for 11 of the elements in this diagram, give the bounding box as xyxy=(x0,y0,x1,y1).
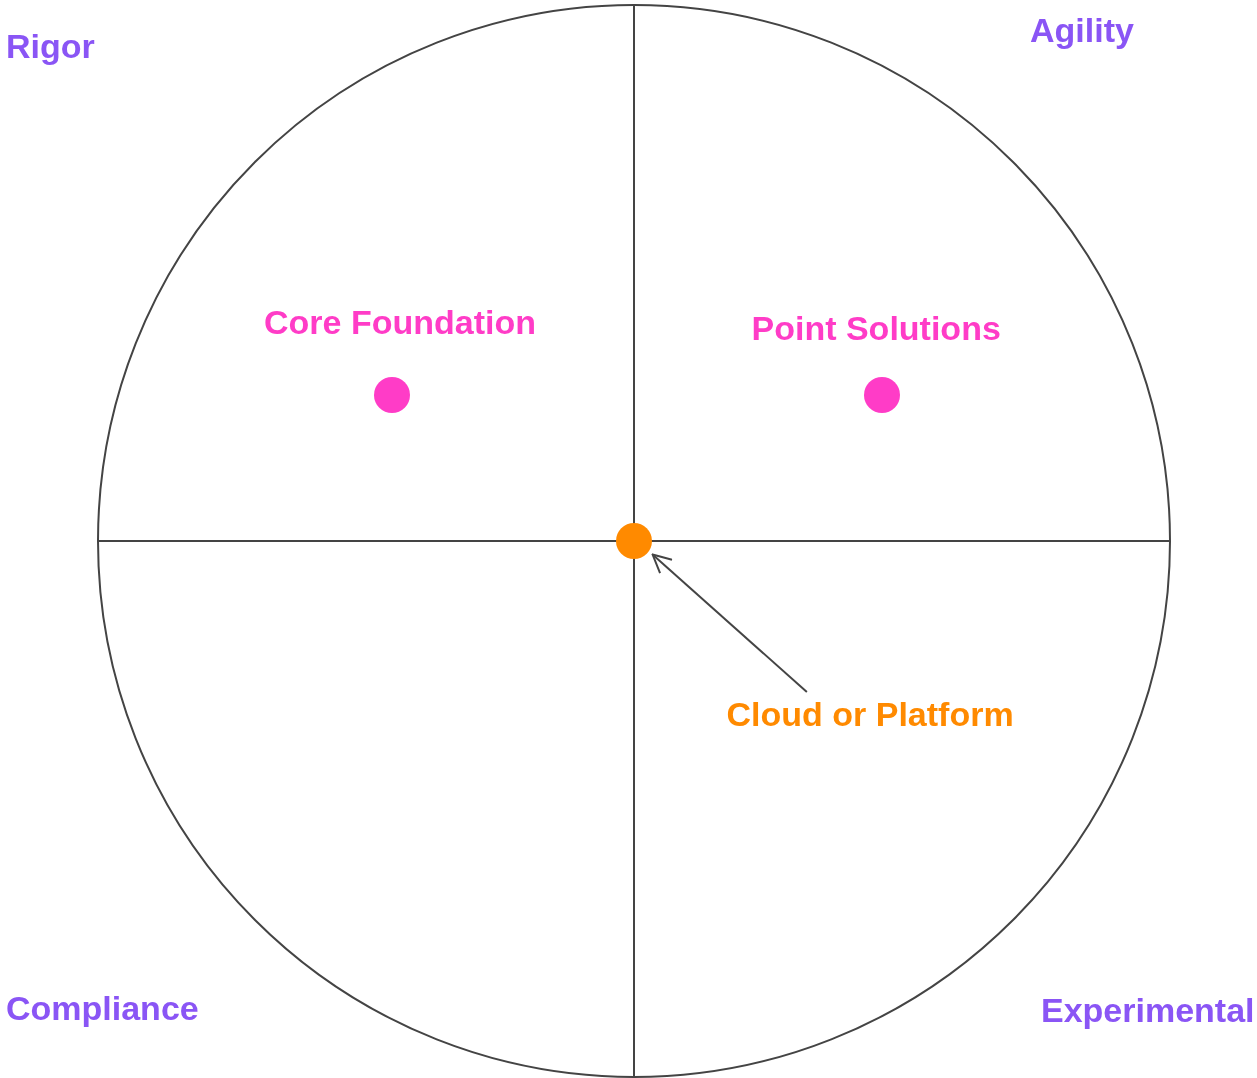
marker-dot xyxy=(374,377,410,413)
axis-label: Rigor xyxy=(6,26,95,66)
point-label: Point Solutions xyxy=(751,308,1001,348)
leader-arrow xyxy=(651,553,808,693)
callout-label: Cloud or Platform xyxy=(726,694,1014,734)
marker-dot xyxy=(616,523,652,559)
point-label: Core Foundation xyxy=(264,302,536,342)
axis-label: Agility xyxy=(1030,10,1134,50)
marker-dot xyxy=(864,377,900,413)
axis-label: Compliance xyxy=(6,988,199,1028)
axis-label: Experimental xyxy=(1041,990,1255,1030)
